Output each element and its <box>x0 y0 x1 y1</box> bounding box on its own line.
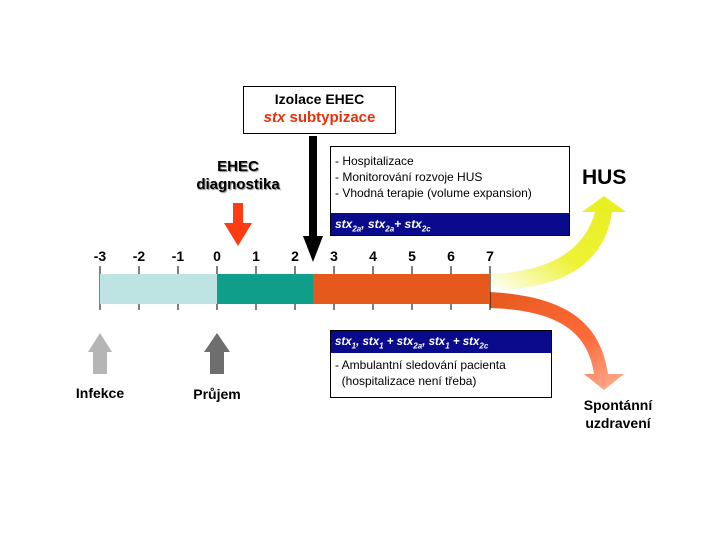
diarrhea-label: Průjem <box>193 386 241 402</box>
outpatient-item: - Ambulantní sledování pacienta <box>335 358 506 372</box>
recovery-label-line2: uzdravení <box>585 415 651 431</box>
outpatient-item: (hospitalizace není třeba) <box>335 374 477 388</box>
tick-label: 5 <box>408 248 416 264</box>
recovery-flow-arrow <box>490 292 624 390</box>
isolation-subtitle: stx subtypizace <box>263 109 376 126</box>
ehec-label-line1: EHEC <box>217 158 259 175</box>
hus-flow-arrow <box>490 196 626 290</box>
isolation-arrow <box>303 136 323 262</box>
tick-label: 6 <box>447 248 455 264</box>
tick-label: 4 <box>369 248 377 264</box>
recovery-label-line1: Spontánní <box>583 397 653 413</box>
diarrhea-arrow <box>204 333 230 374</box>
isolation-box: Izolace EHEC stx subtypizace <box>243 86 396 134</box>
tick-label: 0 <box>213 248 221 264</box>
tick-label: -3 <box>93 248 107 264</box>
tick-label: 3 <box>330 248 338 264</box>
outpatient-box: stx1, stx1 + stx2a, stx1 + stx2c - Ambul… <box>330 330 552 398</box>
isolation-title: Izolace EHEC <box>274 91 365 107</box>
hus-label: HUS <box>582 166 627 189</box>
tick-label: 1 <box>252 248 260 264</box>
diagnostics-arrow <box>224 203 252 246</box>
tick-label: 7 <box>486 248 494 264</box>
infection-label: Infekce <box>75 385 125 401</box>
recovery-subtypes-band: stx1, stx1 + stx2a, stx1 + stx2c <box>331 331 551 353</box>
ehec-label-line2: diagnostika <box>196 176 280 193</box>
hospital-item: - Monitorování rozvoje HUS <box>335 170 483 184</box>
recovery-label: Spontánní uzdravení <box>566 396 670 432</box>
tick-label: -1 <box>171 248 185 264</box>
tick-label: -2 <box>132 248 146 264</box>
tick-label: 2 <box>291 248 299 264</box>
timeline-phase-incubation <box>100 274 217 304</box>
infection-arrow <box>88 333 112 374</box>
hospital-item: - Vhodná terapie (volume expansion) <box>335 186 532 200</box>
hospital-item: - Hospitalizace <box>335 154 414 168</box>
timeline-phase-late <box>313 274 490 304</box>
timeline-phase-diarrhea <box>217 274 313 304</box>
ehec-diagnostics-label: EHEC diagnostika <box>186 158 290 194</box>
hus-subtypes-band: stx2a, stx2a+ stx2c <box>331 213 569 235</box>
hospitalization-box: - Hospitalizace - Monitorování rozvoje H… <box>330 146 570 236</box>
